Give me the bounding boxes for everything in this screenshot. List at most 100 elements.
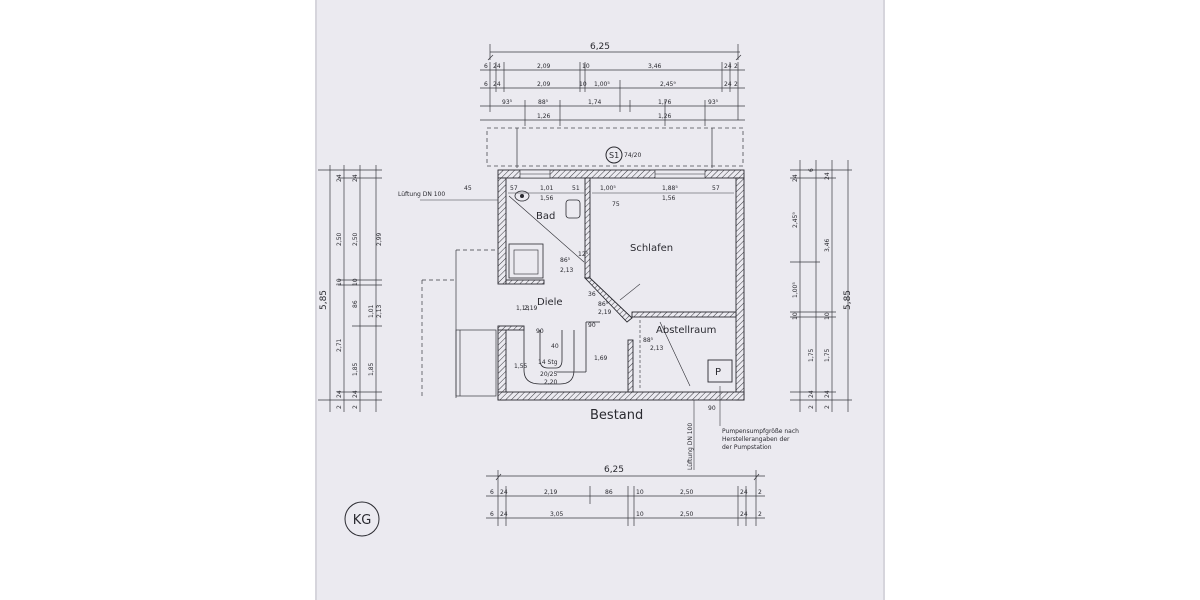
- dim-90b: 90: [588, 322, 596, 329]
- top-r2-d: 10: [579, 81, 587, 88]
- dim-12: 12⁵: [578, 251, 589, 258]
- bottom-r1-g: 24: [740, 489, 748, 496]
- dim-45: 45: [464, 185, 472, 192]
- left-total-dim: 5,85: [319, 290, 329, 310]
- dim-90a: 90: [536, 328, 544, 335]
- right-mid-0: 2: [808, 405, 815, 409]
- bottom-r1-f: 2,50: [680, 489, 694, 496]
- right-mid-4: 1,00⁵: [792, 282, 799, 298]
- dim-88: 88⁵: [643, 337, 654, 344]
- dim-86: 86⁵: [560, 257, 571, 264]
- top-r4-a: 1,26: [537, 113, 551, 120]
- right-mid-1: 24: [808, 390, 815, 398]
- wc-bowl: [514, 190, 530, 202]
- top-r2-h: 2: [734, 81, 738, 88]
- bottom-r1-a: 6: [490, 489, 494, 496]
- top-r1-e: 3,46: [648, 63, 662, 70]
- top-r3-a: 93⁵: [502, 99, 513, 106]
- left-mid-2: 1,85: [352, 362, 359, 376]
- top-r4-b: 1,26: [658, 113, 672, 120]
- left-mid-3: 86: [352, 300, 359, 308]
- left-outer-5: 24: [336, 174, 343, 182]
- left-outer-4: 2,50: [336, 232, 343, 246]
- left-mid-0: 2: [352, 405, 359, 409]
- bottom-dimension-chains: [486, 470, 765, 526]
- stair-count: 14 Stg: [538, 359, 558, 366]
- outside-stair: [421, 249, 498, 398]
- room-bad-label: Bad: [536, 211, 555, 222]
- dim-bad-57: 57: [510, 185, 518, 192]
- section-marker-label: S1: [609, 151, 619, 160]
- top-r2-c: 2,09: [537, 81, 551, 88]
- stair-length: 2,20: [544, 379, 558, 386]
- room-diele-label: Diele: [537, 297, 563, 308]
- bottom-r1-b: 24: [500, 489, 508, 496]
- dim-schlafen-w: 1,00⁵: [600, 185, 616, 192]
- stair-ratio: 20/25: [540, 371, 557, 378]
- abstell-diag: [659, 321, 691, 387]
- dim-40: 40: [551, 343, 559, 350]
- dim-213: 2,13: [560, 267, 574, 274]
- dim-86b: 86⁵: [598, 301, 609, 308]
- bottom-r2-c: 3,05: [550, 511, 564, 518]
- paper-sheet: [316, 0, 884, 600]
- bottom-r2-e: 2,50: [680, 511, 694, 518]
- bottom-r2-d: 10: [636, 511, 644, 518]
- left-outer-3: 10: [336, 278, 343, 286]
- right-mid-3: 10: [792, 312, 799, 320]
- right-outer-0: 2: [824, 405, 831, 409]
- dim-219: 2,19: [524, 305, 538, 312]
- right-outer-1: 24: [824, 390, 831, 398]
- shower-tray: [508, 243, 544, 279]
- lueftung-top-note: Lüftung DN 100: [398, 191, 445, 198]
- pump-note-line2: Herstellerangaben der: [722, 436, 790, 443]
- left-mid-6: 24: [352, 174, 359, 182]
- bottom-r2-b: 24: [500, 511, 508, 518]
- left-inner-1: 1,01: [368, 304, 375, 318]
- dim-schlafen-w3: 1,56: [662, 195, 676, 202]
- bottom-r2-a: 6: [490, 511, 494, 518]
- top-r2-f: 2,45⁹: [660, 81, 676, 88]
- bestand-label: Bestand: [590, 408, 643, 423]
- left-mid-1: 24: [352, 390, 359, 398]
- right-mid-5: 2,45⁹: [792, 212, 799, 228]
- pump-note-line1: Pumpensumpfgröße nach: [722, 428, 799, 435]
- dim-113: 1,13: [516, 305, 530, 312]
- left-inner-0: 1,85: [368, 362, 375, 376]
- bottom-r1-e: 10: [636, 489, 644, 496]
- dim-169: 1,69: [594, 355, 608, 362]
- dim-schlafen-w2: 1,88⁵: [662, 185, 678, 192]
- top-r3-c: 1,74: [588, 99, 602, 106]
- left-mid-5: 2,50: [352, 232, 359, 246]
- section-marker-suffix: 74/20: [624, 152, 641, 159]
- right-outer-2: 1,75: [824, 348, 831, 362]
- top-r3-b: 88⁵: [538, 99, 549, 106]
- room-schlafen-label: Schlafen: [630, 243, 673, 254]
- pump-symbol: P: [715, 367, 721, 378]
- top-r2-e: 1,00⁵: [594, 81, 610, 88]
- room-abstellraum-label: Abstellraum: [656, 325, 716, 336]
- dim-90c: 90: [708, 405, 716, 412]
- right-mid-7: 6: [808, 168, 815, 172]
- pump-box: [707, 359, 733, 383]
- left-mid-4: 10: [352, 278, 359, 286]
- bottom-r1-h: 2: [758, 489, 762, 496]
- top-r1-f: 24: [724, 63, 732, 70]
- top-r1-a: 6: [484, 63, 488, 70]
- floor-label: KG: [353, 513, 372, 528]
- top-r1-b: 24: [493, 63, 501, 70]
- left-inner-2: 2,13: [376, 304, 383, 318]
- right-mid-6: 24: [792, 174, 799, 182]
- walls: [497, 169, 745, 401]
- dim-bad-w: 1,01: [540, 185, 554, 192]
- top-dimension-chains: [480, 44, 745, 126]
- bottom-r2-f: 24: [740, 511, 748, 518]
- bottom-r1-c: 2,19: [544, 489, 558, 496]
- top-r1-g: 2: [734, 63, 738, 70]
- top-r1-c: 2,09: [537, 63, 551, 70]
- left-outer-2: 2,71: [336, 338, 343, 352]
- dim-213b: 2,13: [650, 345, 664, 352]
- floor-label-circle: [344, 501, 380, 537]
- left-outer-1: 24: [336, 390, 343, 398]
